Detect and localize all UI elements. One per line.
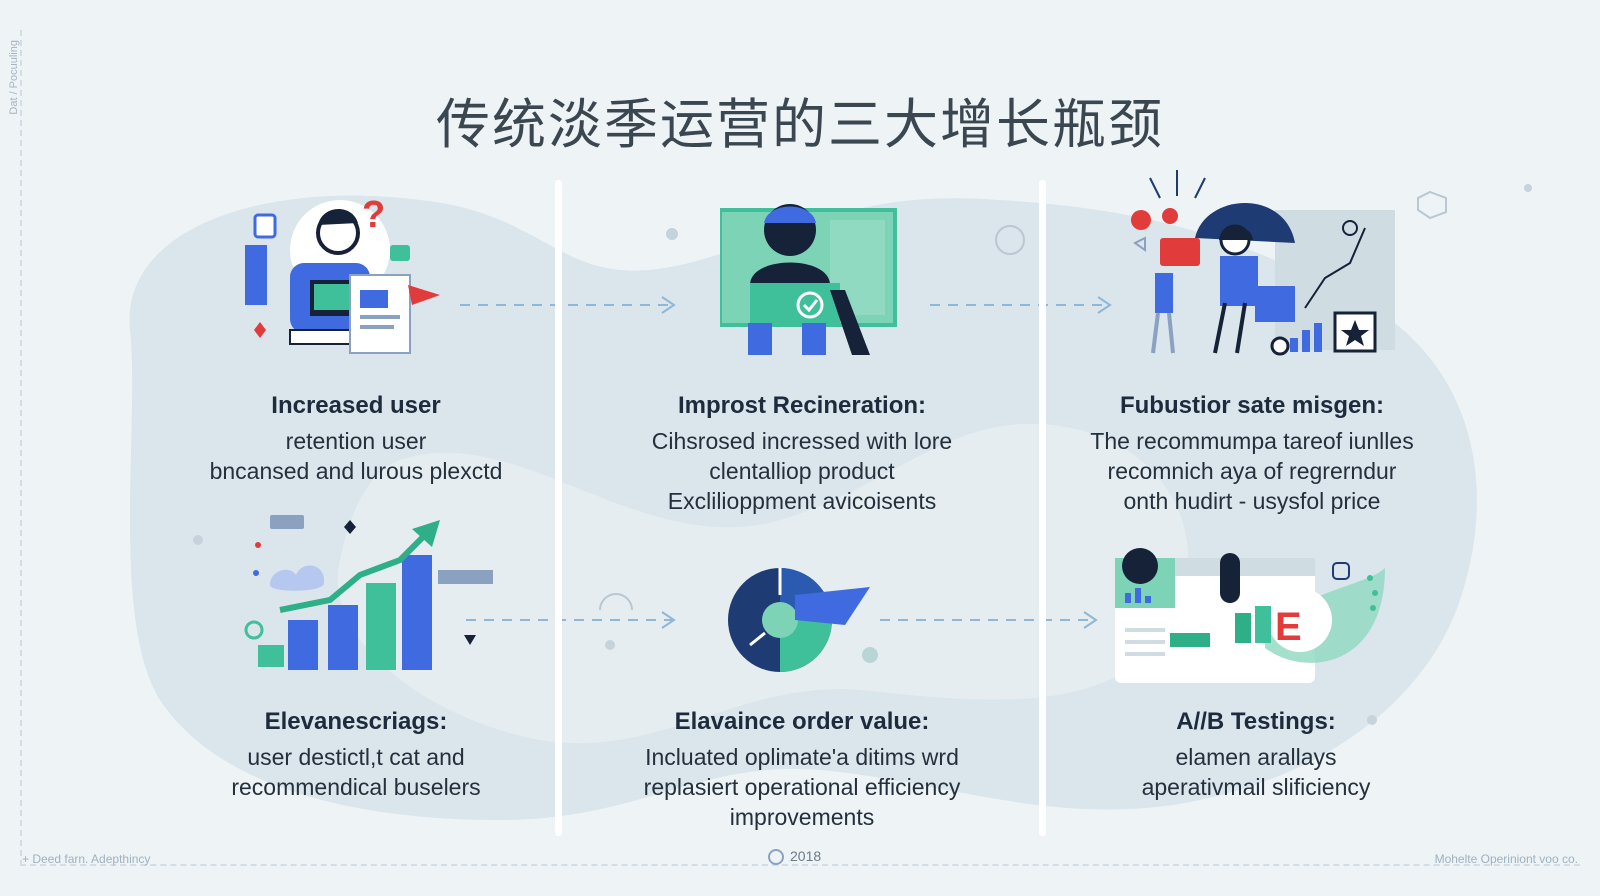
page-title: 传统淡季运营的三大增长瓶颈 — [436, 93, 1164, 156]
card-user-retention: Increased user retention user bncansed a… — [156, 392, 556, 486]
card-line: recomnich aya of regrerndur — [1107, 458, 1397, 484]
pricing-insight-illustration — [1131, 170, 1395, 356]
card-line: elamen arallays — [1175, 744, 1337, 770]
card-pricing-insight: Fubustior sate misgen: The recommumpa ta… — [1052, 392, 1452, 516]
ab-testing-illustration: E — [1115, 548, 1385, 683]
dashed-frame — [20, 30, 1580, 866]
footer-right-caption: Mohelte Operiniont voo co. — [1434, 852, 1578, 866]
card-heading: Elavaince order value: — [674, 708, 930, 735]
card-line: Exclilioppment avicoisents — [667, 488, 937, 514]
card-line: improvements — [729, 804, 875, 830]
footer-year-text: 2018 — [790, 848, 822, 864]
column-divider-1 — [555, 180, 562, 836]
svg-text:E: E — [1275, 605, 1302, 649]
card-heading: Improst Recineration: — [677, 392, 927, 419]
card-line: recommendical buselers — [231, 774, 481, 800]
card-line: bncansed and lurous plexctd — [209, 458, 503, 484]
user-retention-illustration: ? — [245, 195, 440, 354]
svg-text:?: ? — [362, 195, 385, 236]
card-heading: Fubustior sate misgen: — [1119, 392, 1385, 419]
card-heading: Elevanescriags: — [264, 708, 448, 735]
donut-chart-illustration — [728, 568, 870, 672]
card-order-value: Elavaince order value: Incluated oplimat… — [602, 708, 1002, 832]
growth-chart-illustration — [244, 515, 493, 670]
card-line: user destictl,t cat and — [247, 744, 465, 770]
card-growth: Elevanescriags: user destictl,t cat and … — [156, 708, 556, 802]
card-line: onth hudirt - usysfol price — [1123, 488, 1381, 514]
card-heading: A//B Testings: — [1176, 708, 1336, 735]
card-line: The recommumpa tareof iunlles — [1090, 428, 1414, 454]
card-heading: Increased user — [271, 392, 441, 419]
card-line: aperativmail slificiency — [1141, 774, 1371, 800]
footer-year: 2018 — [768, 848, 822, 866]
card-line: Incluated oplimate'a ditims wrd — [645, 744, 959, 770]
card-line: Cihsrosed incressed with lore — [651, 428, 953, 454]
footer-left-caption: + Deed farn. Adepthincy — [22, 852, 151, 866]
cycle-icon — [768, 849, 784, 866]
card-line: replasiert operational efficiency — [643, 774, 961, 800]
card-line: clentalliop product — [709, 458, 895, 484]
card-product-recommendation: Improst Recineration: Cihsrosed incresse… — [602, 392, 1002, 516]
column-divider-2 — [1039, 180, 1046, 836]
card-line: retention user — [285, 428, 427, 454]
card-ab-testing: A//B Testings: elamen arallays aperativm… — [1056, 708, 1456, 802]
product-recommendation-illustration — [720, 204, 897, 355]
